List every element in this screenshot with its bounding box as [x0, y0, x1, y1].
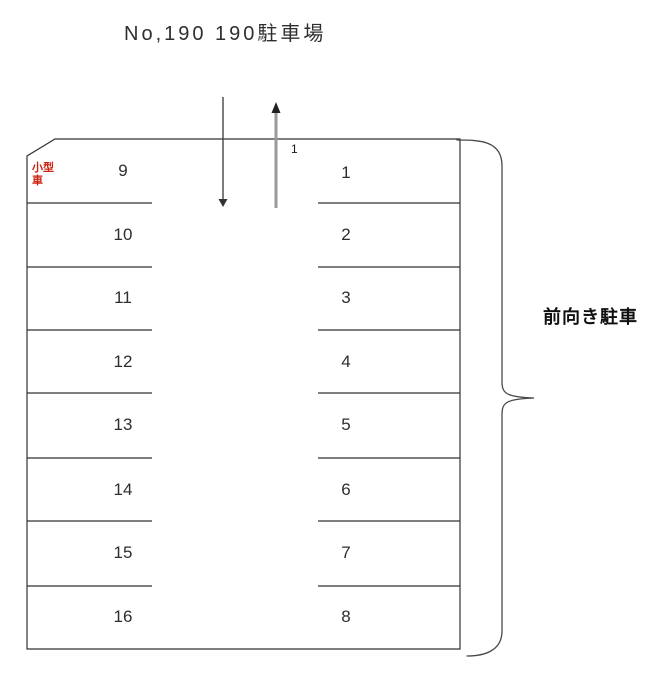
parking-spot-number: 11 [114, 288, 132, 307]
parking-spot-number: 13 [113, 415, 133, 434]
parking-spot-number: 8 [341, 607, 351, 626]
parking-spot-number: 7 [341, 543, 351, 562]
brace-right [456, 139, 535, 657]
lane-number-label: 1 [291, 142, 298, 156]
arrow-up-icon [271, 102, 281, 208]
parking-spot-number: 9 [118, 161, 128, 180]
right-stall-dividers [318, 202, 460, 587]
parking-spot-number: 14 [113, 480, 133, 499]
front-facing-parking-label: 前向き駐車 [543, 307, 638, 327]
parking-spot-number: 16 [113, 607, 133, 626]
left-stall-dividers [27, 202, 152, 587]
parking-spot-number: 15 [113, 543, 133, 562]
lot-outline [26, 138, 461, 650]
parking-spot-number: 12 [113, 352, 133, 371]
arrow-down-icon [218, 97, 228, 207]
parking-spot-number: 3 [341, 288, 351, 307]
page-title: No,190 190駐車場 [124, 23, 327, 45]
parking-spot-number: 5 [341, 415, 351, 434]
parking-spot-number: 4 [341, 352, 351, 371]
parking-spot-number: 10 [113, 225, 133, 244]
parking-spot-number: 2 [341, 225, 351, 244]
small-car-label: 小型車 [32, 162, 54, 187]
parking-spot-number: 6 [341, 480, 351, 499]
parking-spot-number: 1 [341, 163, 351, 182]
